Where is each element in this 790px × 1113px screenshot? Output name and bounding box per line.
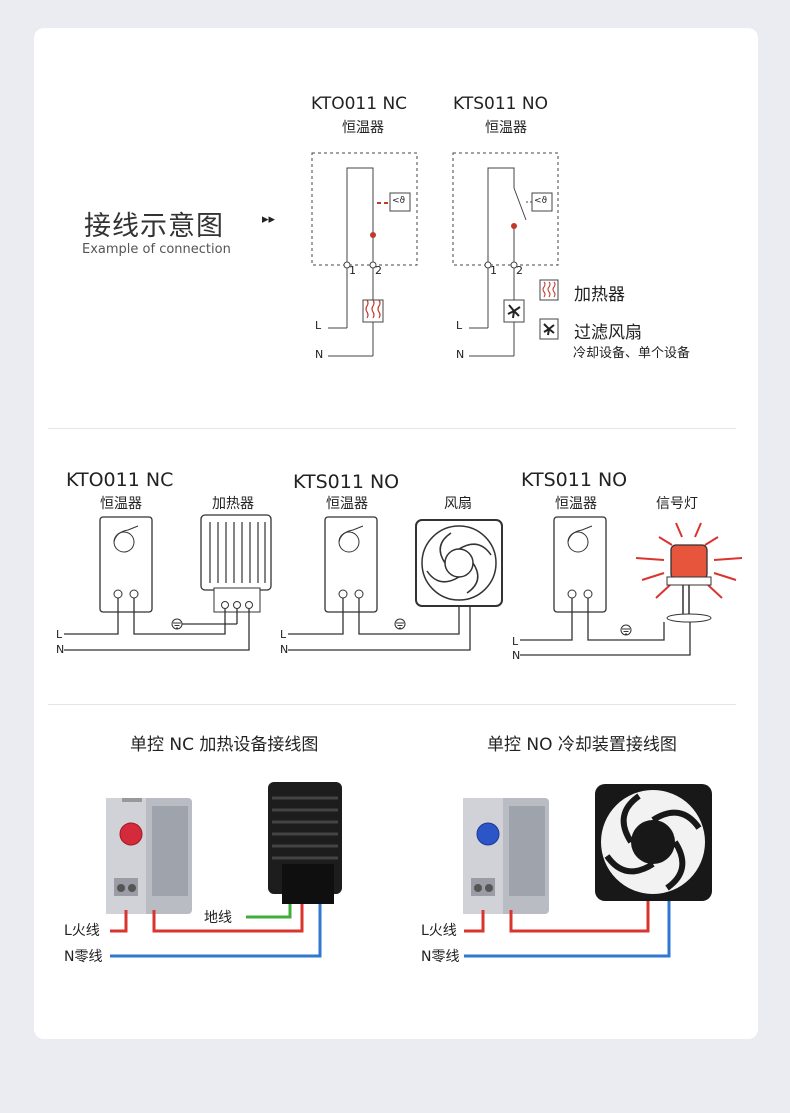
right-unit-model: KTS011 NO bbox=[453, 94, 548, 114]
right-sensor-box bbox=[531, 192, 553, 212]
diagram-2-right-label: 风扇 bbox=[444, 496, 472, 512]
diagram-3-left-label: 恒温器 bbox=[555, 496, 597, 512]
divider bbox=[48, 704, 736, 705]
legend-fan-sublabel: 冷却设备、单个设备 bbox=[573, 346, 691, 361]
diagram-3-right-label: 信号灯 bbox=[656, 496, 698, 512]
nc-dial-icon bbox=[119, 822, 143, 846]
legend-heater-label: 加热器 bbox=[574, 285, 625, 305]
arrow-icon: ▸▸ bbox=[262, 212, 276, 227]
fan-device bbox=[595, 784, 712, 901]
right-neutral-label: N零线 bbox=[421, 949, 460, 965]
diagram-3-line-N: N bbox=[512, 649, 521, 662]
right-terminal-2: 2 bbox=[516, 264, 523, 277]
left-sensor-symbol: <ϑ bbox=[392, 196, 406, 206]
section-subtitle: Example of connection bbox=[82, 242, 231, 257]
left-line-N: N bbox=[315, 348, 324, 361]
diagram-3-signal-lamp bbox=[635, 522, 743, 623]
nc-thermostat-device bbox=[106, 798, 192, 914]
right-wiring-title: 单控 NO 冷却装置接线图 bbox=[487, 735, 677, 755]
earth-label: 地线 bbox=[204, 910, 232, 926]
diagram-1-line-L: L bbox=[56, 628, 63, 641]
no-thermostat-device bbox=[463, 798, 549, 914]
diagram-2-thermostat bbox=[324, 516, 378, 613]
right-sensor-symbol: <ϑ bbox=[534, 196, 548, 206]
diagram-2-line-L: L bbox=[280, 628, 287, 641]
diagram-1-heater bbox=[200, 514, 272, 613]
heater-device bbox=[268, 782, 342, 904]
diagram-1-right-label: 加热器 bbox=[212, 496, 254, 512]
left-line-L: L bbox=[315, 319, 322, 332]
left-sensor-box bbox=[389, 192, 411, 212]
no-dial-icon bbox=[476, 822, 500, 846]
left-neutral-label: N零线 bbox=[64, 949, 103, 965]
real-wiring-drawing bbox=[106, 782, 712, 958]
legend-fan-label: 过滤风扇 bbox=[574, 323, 642, 343]
diagram-3-line-L: L bbox=[512, 635, 519, 648]
left-terminal-2: 2 bbox=[375, 264, 382, 277]
diagram-2-wires bbox=[288, 598, 471, 651]
divider bbox=[48, 428, 736, 429]
diagram-2-left-label: 恒温器 bbox=[326, 496, 368, 512]
left-wires bbox=[110, 904, 322, 958]
left-wiring-title: 单控 NC 加热设备接线图 bbox=[130, 735, 319, 755]
diagram-1-thermostat bbox=[99, 516, 153, 613]
diagram-1-left-label: 恒温器 bbox=[100, 496, 142, 512]
diagram-1-wires bbox=[64, 598, 250, 651]
left-unit-name: 恒温器 bbox=[342, 120, 384, 136]
section-title: 接线示意图 bbox=[84, 211, 224, 242]
earth-icon bbox=[171, 618, 183, 630]
diagram-3-model: KTS011 NO bbox=[521, 469, 628, 491]
diagram-3-wires bbox=[520, 598, 691, 656]
schematic-drawing bbox=[311, 152, 559, 357]
left-contact-dot bbox=[370, 232, 376, 238]
right-terminal-1: 1 bbox=[490, 264, 497, 277]
right-live-label: L火线 bbox=[421, 923, 457, 939]
left-contact-line bbox=[346, 167, 374, 265]
right-thermostat-box bbox=[452, 152, 559, 266]
right-line-N: N bbox=[456, 348, 465, 361]
right-contact-dot bbox=[511, 223, 517, 229]
diagram-1-line-N: N bbox=[56, 643, 65, 656]
right-line-L: L bbox=[456, 319, 463, 332]
diagram-2-line-N: N bbox=[280, 643, 289, 656]
left-terminal-1: 1 bbox=[349, 264, 356, 277]
left-live-label: L火线 bbox=[64, 923, 100, 939]
right-wires bbox=[464, 901, 671, 958]
diagram-2-fan bbox=[415, 519, 503, 607]
diagram-2-model: KTS011 NO bbox=[293, 471, 400, 493]
diagram-3-thermostat bbox=[553, 516, 607, 613]
left-unit-model: KTO011 NC bbox=[311, 94, 408, 114]
left-thermostat-box bbox=[311, 152, 418, 266]
diagram-1-model: KTO011 NC bbox=[66, 469, 174, 491]
content-card: 接线示意图 Example of connection ▸▸ KTO011 NC… bbox=[34, 28, 758, 1039]
wiring-drawings bbox=[64, 514, 743, 656]
right-unit-name: 恒温器 bbox=[485, 120, 527, 136]
